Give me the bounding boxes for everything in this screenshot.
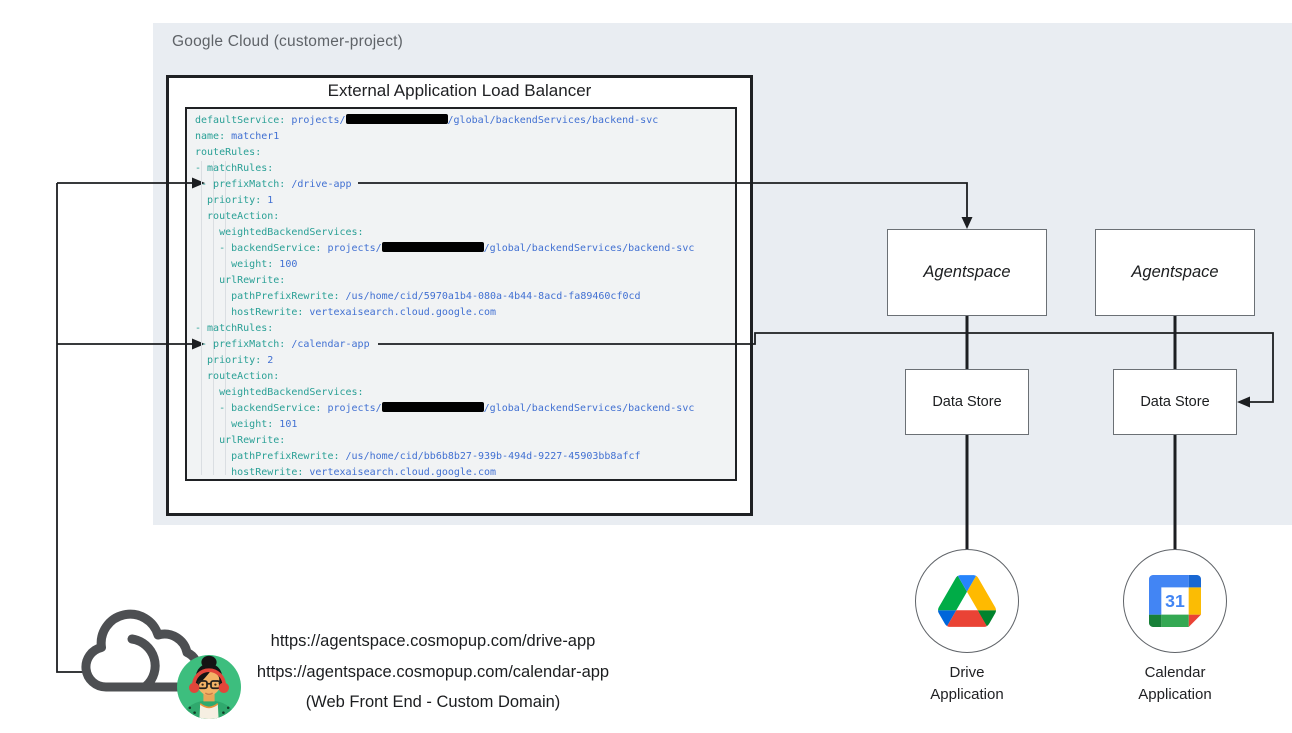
code-line: - matchRules: <box>195 323 274 334</box>
avatar-hair-bun <box>201 655 217 669</box>
indent-guide <box>201 161 202 475</box>
code-line: - backendService: projects//global/backe… <box>195 242 695 254</box>
redacted-project-id <box>345 114 448 124</box>
google-cloud-panel-title: Google Cloud (customer-project) <box>172 33 404 50</box>
code-line: weightedBackendServices: <box>195 227 364 238</box>
code-line: weight: 101 <box>195 419 298 430</box>
code-line: hostRewrite: vertexaisearch.cloud.google… <box>195 467 497 478</box>
code-line: pathPrefixRewrite: /us/home/cid/bb6b8b27… <box>195 451 641 462</box>
data-store-label: Data Store <box>932 394 1002 410</box>
calendar-app-circle: 31 <box>1123 549 1227 653</box>
calendar-app-label: Calendar Application <box>1138 664 1212 703</box>
avatar-neck <box>203 690 215 702</box>
code-line: - matchRules: <box>195 163 274 174</box>
redacted-project-id <box>381 242 484 252</box>
code-line: priority: 2 <box>195 355 274 366</box>
code-line: weight: 100 <box>195 259 298 270</box>
data-store-box-2: Data Store <box>1113 369 1237 435</box>
url-map-yaml-code: defaultService: projects//global/backend… <box>185 107 737 481</box>
code-line: routeRules: <box>195 147 262 158</box>
frontend-caption: (Web Front End - Custom Domain) <box>305 693 561 711</box>
user-avatar <box>177 655 241 719</box>
agentspace-label: Agentspace <box>923 263 1011 281</box>
indent-guide <box>225 161 226 475</box>
avatar-mouth <box>205 692 213 696</box>
code-line: - backendService: projects//global/backe… <box>195 402 695 414</box>
indent-guide <box>213 161 214 475</box>
code-line: weightedBackendServices: <box>195 387 364 398</box>
avatar-hair <box>195 663 223 686</box>
code-line: routeAction: <box>195 371 280 382</box>
code-line: priority: 1 <box>195 195 274 206</box>
google-calendar-icon: 31 <box>1149 575 1201 627</box>
code-line: pathPrefixRewrite: /us/home/cid/5970a1b4… <box>195 291 641 302</box>
data-store-label: Data Store <box>1140 394 1210 410</box>
code-line: hostRewrite: vertexaisearch.cloud.google… <box>195 307 497 318</box>
frontend-caption-block: https://agentspace.cosmopup.com/drive-ap… <box>233 626 633 718</box>
data-store-box-1: Data Store <box>905 369 1029 435</box>
agentspace-box-2: Agentspace <box>1095 229 1255 316</box>
code-line: urlRewrite: <box>195 275 286 286</box>
avatar-headphones <box>189 668 229 693</box>
agentspace-label: Agentspace <box>1131 263 1219 281</box>
frontend-url-calendar: https://agentspace.cosmopup.com/calendar… <box>256 662 610 681</box>
code-line: defaultService: projects//global/backend… <box>195 114 659 126</box>
code-line: - prefixMatch: /calendar-app <box>195 339 370 350</box>
redacted-project-id <box>381 402 484 412</box>
frontend-url-drive: https://agentspace.cosmopup.com/drive-ap… <box>270 632 596 650</box>
drive-app-circle <box>915 549 1019 653</box>
google-drive-icon <box>938 575 996 627</box>
avatar-shirt <box>199 703 219 719</box>
agentspace-box-1: Agentspace <box>887 229 1047 316</box>
code-line: routeAction: <box>195 211 280 222</box>
load-balancer-title: External Application Load Balancer <box>327 81 592 100</box>
code-line: urlRewrite: <box>195 435 286 446</box>
svg-text:31: 31 <box>1165 591 1185 611</box>
code-line: - prefixMatch: /drive-app <box>195 179 352 190</box>
code-line: name: matcher1 <box>195 131 280 142</box>
drive-app-label: Drive Application <box>930 664 1004 703</box>
